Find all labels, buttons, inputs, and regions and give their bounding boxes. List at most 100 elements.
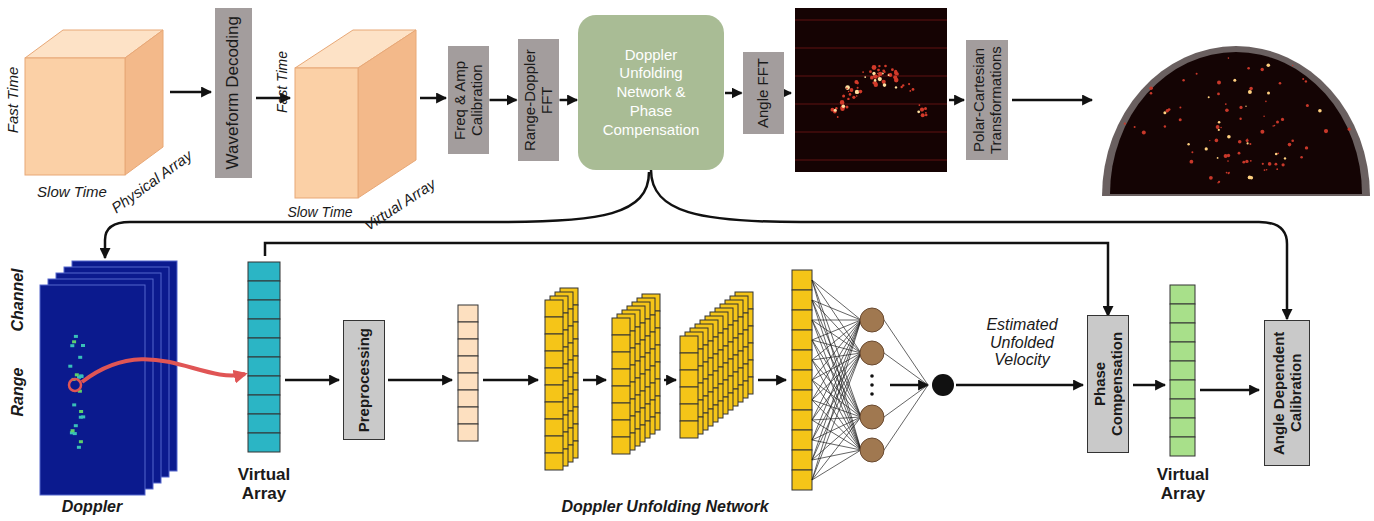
flow-connector	[725, 92, 742, 95]
virtual-array	[248, 262, 280, 281]
drawing-stroke	[72, 403, 76, 406]
drawing-stroke	[1277, 153, 1279, 155]
drawing-stroke	[812, 400, 861, 450]
drawing-stroke	[870, 374, 874, 378]
drawing-stroke	[1266, 169, 1268, 171]
drawing-stroke	[1239, 118, 1241, 120]
process-box: Angle Dependent Calibration	[1264, 320, 1310, 466]
virtual-array	[248, 357, 280, 376]
drawing-stroke	[795, 159, 947, 161]
drawing-stroke	[1245, 160, 1248, 163]
drawing-stroke	[1196, 73, 1198, 75]
drawing-stroke	[925, 114, 928, 117]
caption-label: Slow Time	[37, 184, 107, 201]
virtual-array	[1170, 285, 1195, 304]
drawing-stroke	[1300, 156, 1303, 159]
drawing-stroke	[1205, 147, 1208, 150]
drawing-stroke	[1281, 118, 1284, 121]
dense-layer	[792, 370, 812, 390]
drawing-stroke	[884, 320, 928, 385]
virtual-array	[1170, 399, 1195, 418]
virtual-array	[1170, 323, 1195, 342]
drawing-stroke	[856, 82, 859, 85]
box-label: Angle Dependent Calibration	[1271, 321, 1304, 465]
dense-layer	[792, 290, 812, 310]
dense-layer	[792, 390, 812, 410]
drawing-stroke	[70, 344, 74, 347]
drawing-stroke	[834, 109, 837, 112]
drawing-stroke	[795, 103, 947, 105]
drawing-stroke	[1261, 68, 1264, 71]
box-label: Doppler Unfolding Network & Phase Compen…	[596, 46, 706, 140]
drawing-stroke	[878, 77, 882, 81]
feature-vector	[458, 407, 478, 424]
drawing-stroke	[1226, 172, 1228, 174]
pick-arrow	[82, 359, 245, 382]
drawing-stroke	[1166, 109, 1169, 112]
drawing-stroke	[895, 86, 897, 88]
conv-feature-map	[545, 436, 563, 453]
drawing-stroke	[812, 400, 861, 417]
data-cube	[25, 30, 163, 175]
caption-label: Slow Time	[287, 205, 352, 220]
drawing-stroke	[1249, 87, 1253, 91]
drawing-stroke	[1142, 130, 1146, 134]
conv-feature-map	[545, 300, 563, 317]
drawing-stroke	[795, 131, 947, 133]
drawing-stroke	[1124, 123, 1126, 125]
drawing-stroke	[850, 88, 854, 92]
drawing-stroke	[855, 90, 859, 94]
drawing-stroke	[1324, 129, 1328, 133]
feature-vector	[458, 373, 478, 390]
virtual-array	[248, 376, 280, 395]
drawing-stroke	[1164, 125, 1166, 127]
conv-feature-map	[545, 453, 563, 470]
box-label: Angle FFT	[755, 58, 772, 128]
virtual-array	[1170, 304, 1195, 323]
conv-feature-map	[612, 335, 630, 352]
drawing-stroke	[1292, 65, 1293, 66]
drawing-stroke	[74, 335, 78, 338]
drawing-stroke	[72, 340, 76, 343]
virtual-array	[248, 281, 280, 300]
caption-label: Doppler	[62, 498, 122, 516]
drawing-stroke	[849, 93, 852, 96]
drawing-stroke	[81, 415, 85, 418]
drawing-stroke	[1225, 108, 1229, 112]
drawing-stroke	[1233, 79, 1236, 82]
dense-layer	[792, 470, 812, 490]
drawing-stroke	[1268, 162, 1272, 166]
conv-feature-map	[545, 419, 563, 436]
dense-layer	[792, 310, 812, 330]
drawing-stroke	[812, 320, 861, 353]
drawing-stroke	[912, 88, 915, 91]
drawing-stroke	[1291, 139, 1294, 142]
drawing-stroke	[78, 356, 82, 359]
caption-label: Channel	[9, 268, 27, 331]
drawing-stroke	[812, 320, 861, 480]
drawing-stroke	[812, 353, 861, 360]
drawing-stroke	[1238, 140, 1242, 144]
drawing-stroke	[1224, 154, 1228, 158]
drawing-stroke	[795, 47, 947, 49]
drawing-stroke	[1263, 115, 1265, 117]
drawing-stroke	[909, 90, 911, 92]
drawing-stroke	[1305, 146, 1308, 149]
drawing-stroke	[884, 385, 928, 417]
drawing-stroke	[1250, 176, 1253, 179]
drawing-stroke	[1225, 103, 1227, 105]
drawing-stroke	[1245, 106, 1246, 107]
drawing-stroke	[812, 320, 861, 420]
drawing-stroke	[884, 385, 928, 450]
drawing-stroke	[812, 353, 861, 460]
caption-label: Range	[9, 368, 27, 417]
drawing-stroke	[1179, 107, 1181, 109]
drawing-stroke	[1190, 160, 1194, 164]
conv-feature-map	[612, 437, 630, 454]
conv-feature-map	[680, 421, 698, 438]
drawing-stroke	[79, 440, 83, 443]
drawing-stroke	[882, 80, 886, 84]
output-neuron	[932, 374, 954, 396]
drawing-stroke	[1262, 163, 1264, 165]
drawing-stroke	[873, 74, 877, 78]
